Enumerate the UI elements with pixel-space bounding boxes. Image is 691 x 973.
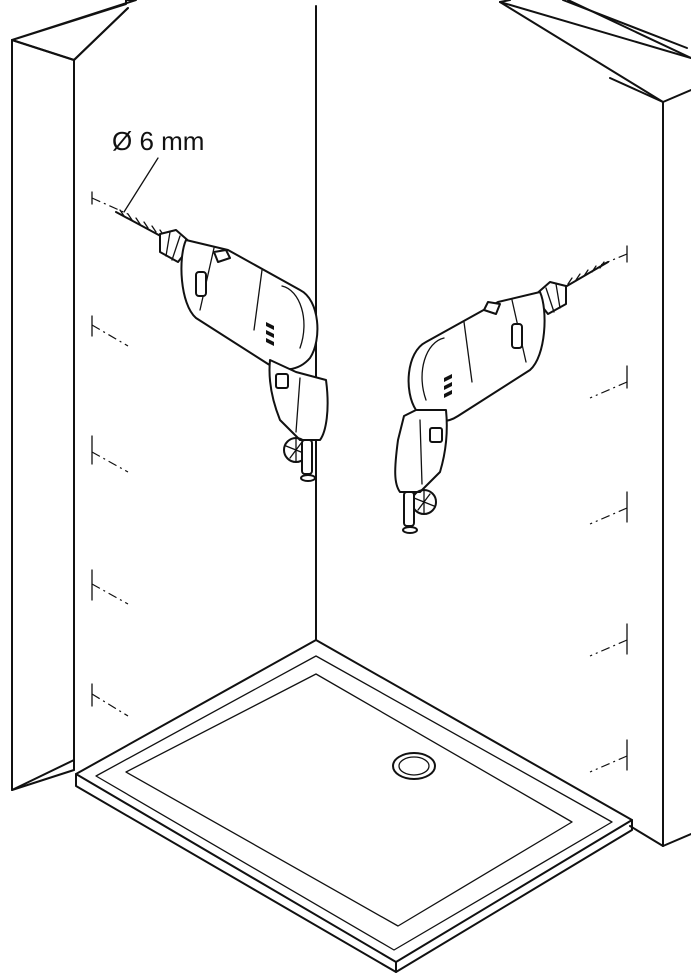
hole-marker: [91, 315, 129, 347]
right-drill-icon: [394, 261, 609, 534]
hole-marker: [589, 491, 628, 525]
right-wall-panel: [499, 0, 691, 847]
left-wall-hole-markers: [91, 191, 129, 717]
shower-tray: [75, 639, 633, 973]
drill-size-callout: Ø 6 mm: [112, 126, 204, 213]
drain-icon: [392, 752, 436, 780]
left-wall-panel: [11, 0, 137, 791]
right-wall-hole-markers: [589, 245, 628, 773]
hole-marker: [589, 739, 628, 773]
hole-marker: [597, 245, 628, 267]
hole-marker: [91, 683, 129, 717]
hole-marker: [91, 435, 129, 473]
left-drill-icon: [115, 209, 329, 482]
hole-marker: [589, 365, 628, 399]
hole-marker: [91, 569, 129, 605]
hole-marker: [589, 623, 628, 657]
leader-line: [123, 157, 159, 213]
drill-size-label: Ø 6 mm: [112, 126, 204, 156]
hole-marker: [91, 191, 129, 215]
